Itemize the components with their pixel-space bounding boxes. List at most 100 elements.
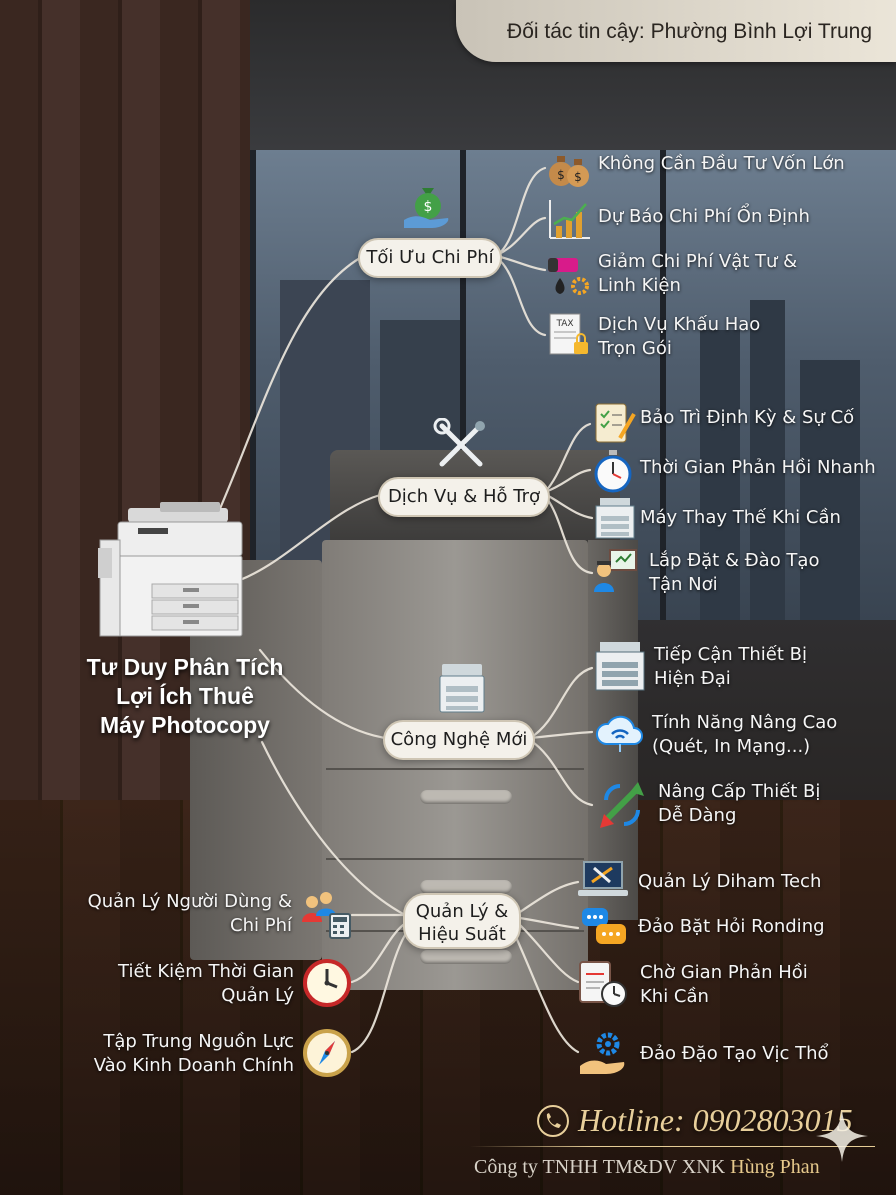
link-manage-l2 xyxy=(350,923,405,984)
center-copier-icon xyxy=(98,502,243,637)
leaf-text: Tận Nơi xyxy=(649,574,718,595)
partner-text: Đối tác tin cậy: Phường Bình Lợi Trung xyxy=(507,20,872,43)
hub-manage: Quản Lý & Hiệu Suất xyxy=(403,893,521,949)
hub-label: Quản Lý & xyxy=(415,901,509,922)
hub-label: Tối Ưu Chi Phí xyxy=(366,247,494,268)
link-service-4 xyxy=(543,494,594,575)
link-manage-r4 xyxy=(513,933,580,1054)
link-center-tech xyxy=(258,648,387,740)
leaf-text: Trọn Gói xyxy=(598,338,672,359)
leaf-text: Tiếp Cận Thiết Bị xyxy=(654,644,807,665)
link-center-cost xyxy=(213,256,362,522)
leaf-cost-4: Dịch Vụ Khấu Hao Trọn Gói xyxy=(598,313,760,361)
partner-banner: Đối tác tin cậy: Phường Bình Lợi Trung xyxy=(456,0,896,62)
leaf-cost-2: Dự Báo Chi Phí Ổn Định xyxy=(598,205,810,229)
window-mullion xyxy=(660,150,666,620)
leaf-text: Tính Năng Nâng Cao xyxy=(652,712,838,733)
link-tech-3 xyxy=(528,738,594,807)
upgrade-arrows-icon xyxy=(600,782,644,828)
leaf-manage-left-3: Tập Trung Nguồn Lực Vào Kinh Doanh Chính xyxy=(94,1030,294,1078)
leaf-service-4: Lắp Đặt & Đào Tạo Tận Nơi xyxy=(649,549,819,597)
link-tech-1 xyxy=(528,666,594,740)
hub-label: Công Nghệ Mới xyxy=(390,729,528,750)
leaf-manage-right-2: Đảo Bặt Hỏi Ronding xyxy=(638,915,825,939)
copier-drawer-handle xyxy=(420,790,512,804)
hotline-text: Hotline: 0902803015 xyxy=(578,1102,853,1138)
link-tech-2 xyxy=(528,730,594,740)
money-bags-icon: $ $ xyxy=(549,156,589,187)
leaf-text: Đảo Đặo Tạo Vịc Thổ xyxy=(640,1043,829,1064)
center-title: Tư Duy Phân Tích Lợi Ích Thuê Máy Photoc… xyxy=(60,653,310,740)
leaf-text: Khi Cần xyxy=(640,986,709,1007)
skyline-building xyxy=(700,330,740,620)
leaf-text: Tập Trung Nguồn Lực xyxy=(103,1031,294,1052)
toner-gear-icon xyxy=(548,258,589,295)
footer-divider xyxy=(470,1146,875,1147)
center-title-line: Lợi Ích Thuê xyxy=(116,683,254,709)
link-cost-4 xyxy=(495,256,547,337)
checklist-pen-icon xyxy=(595,403,636,443)
leaf-text: Đảo Bặt Hỏi Ronding xyxy=(638,916,825,937)
trainer-board-icon xyxy=(594,549,637,592)
leaf-text: Chi Phí xyxy=(230,915,292,936)
hub-tech: Công Nghệ Mới xyxy=(383,720,535,760)
leaf-text: Quản Lý Diham Tech xyxy=(638,871,822,892)
copier-icon xyxy=(595,498,635,539)
wrench-screwdriver-icon xyxy=(433,418,485,467)
clock-icon xyxy=(303,959,351,1007)
leaf-manage-left-1: Quản Lý Người Dùng & Chi Phí xyxy=(88,890,292,938)
link-manage-r3 xyxy=(518,923,580,984)
leaf-text: Tiết Kiệm Thời Gian xyxy=(118,961,294,982)
leaf-text: Bảo Trì Định Kỳ & Sự Cố xyxy=(640,407,855,428)
svg-text:TAX: TAX xyxy=(555,319,573,329)
money-bag-hand-icon: $ xyxy=(404,188,449,228)
link-cost-1 xyxy=(495,166,547,257)
leaf-service-1: Bảo Trì Định Kỳ & Sự Cố xyxy=(640,406,854,430)
leaf-text: Quản Lý xyxy=(221,985,294,1006)
leaf-service-3: Máy Thay Thế Khi Cần xyxy=(640,506,841,530)
leaf-text: Giảm Chi Phí Vật Tư & xyxy=(598,251,798,272)
center-title-line: Tư Duy Phân Tích xyxy=(86,654,284,680)
hub-label: Hiệu Suất xyxy=(418,924,506,945)
cloud-wifi-icon xyxy=(596,715,643,752)
copier-drawer-handle xyxy=(420,950,512,964)
hand-gear-icon xyxy=(580,1032,625,1074)
leaf-text: Thời Gian Phản Hồi Nhanh xyxy=(640,457,876,478)
hub-cost: Tối Ưu Chi Phí xyxy=(358,238,502,278)
link-service-2 xyxy=(543,468,592,494)
company-brand: Hùng Phan xyxy=(730,1156,820,1178)
link-cost-2 xyxy=(495,216,547,257)
leaf-text: Quản Lý Người Dùng & xyxy=(87,891,292,912)
phone-icon xyxy=(537,1105,569,1137)
leaf-service-2: Thời Gian Phản Hồi Nhanh xyxy=(640,456,876,480)
link-manage-r1 xyxy=(518,880,580,914)
company-name: Công ty TNHH TM&DV XNK Hùng Phan xyxy=(474,1156,820,1179)
leaf-tech-3: Nâng Cấp Thiết Bị Dễ Dàng xyxy=(658,780,820,828)
clipboard-clock-icon xyxy=(579,961,627,1007)
skyline-building xyxy=(800,360,860,620)
link-manage-r2 xyxy=(518,916,580,930)
leaf-cost-3: Giảm Chi Phí Vật Tư & Linh Kiện xyxy=(598,250,797,298)
copier-drawer-handle xyxy=(420,880,512,894)
leaf-manage-right-3: Chờ Gian Phản Hồi Khi Cần xyxy=(640,961,808,1009)
tax-document-lock-icon: TAX xyxy=(549,313,588,355)
link-center-manage xyxy=(260,740,407,917)
leaf-manage-left-2: Tiết Kiệm Thời Gian Quản Lý xyxy=(118,960,294,1008)
svg-text:$: $ xyxy=(557,168,565,182)
hub-label: Dịch Vụ & Hỗ Trợ xyxy=(387,486,541,507)
window-mullion xyxy=(460,150,466,620)
sparkle-icon xyxy=(816,1110,868,1162)
link-manage-l3 xyxy=(350,933,407,1054)
hub-service: Dịch Vụ & Hỗ Trợ xyxy=(378,477,550,517)
leaf-text: Lắp Đặt & Đào Tạo xyxy=(649,550,820,571)
link-center-service xyxy=(238,493,382,582)
modern-copier-icon xyxy=(595,642,645,691)
copier-drawer-line xyxy=(326,768,584,770)
leaf-cost-1: Không Cần Đầu Tư Vốn Lớn xyxy=(598,152,845,176)
link-cost-3 xyxy=(495,254,547,272)
stopwatch-icon xyxy=(594,450,632,493)
leaf-text: Linh Kiện xyxy=(598,275,681,296)
users-calculator-icon xyxy=(302,892,351,939)
